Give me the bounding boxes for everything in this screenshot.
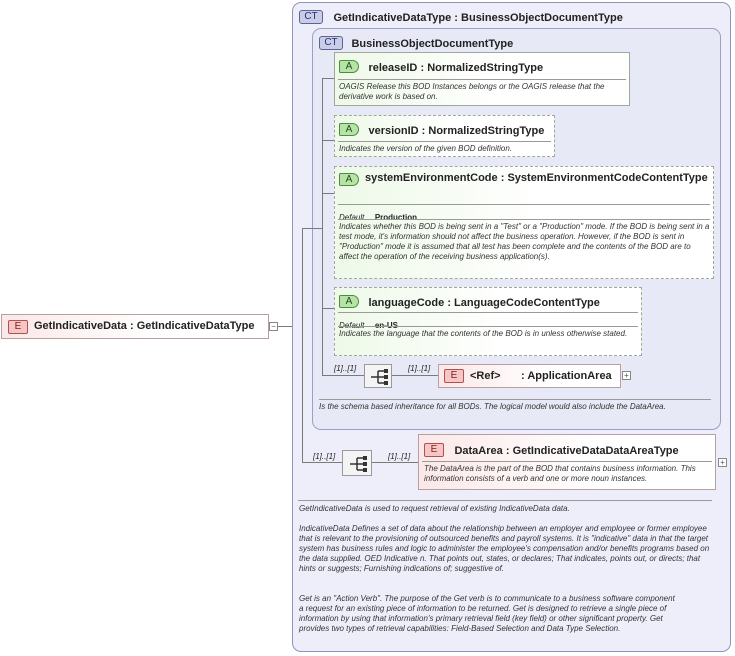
default-label: Default [339, 213, 365, 222]
attribute-documentation: Indicates the version of the given BOD d… [339, 144, 512, 153]
data-area-type: GetIndicativeDataDataAreaType [512, 445, 679, 457]
attribute-documentation: Indicates whether this BOD is being sent… [339, 222, 710, 261]
divider [319, 399, 711, 400]
attribute-tree-line [322, 78, 323, 375]
attribute-tag-icon: A [339, 123, 359, 137]
data-area-documentation: The DataArea is the part of the BOD that… [424, 464, 696, 483]
attribute-languageCode-box[interactable]: A languageCode : LanguageCodeContentType… [334, 287, 642, 356]
complex-type-base: BusinessObjectDocumentType [461, 12, 623, 24]
application-area-name: ApplicationArea [527, 370, 612, 382]
sequence-compositor[interactable] [342, 450, 372, 476]
default-label: Default [339, 321, 364, 330]
default-value: en-US [375, 321, 398, 330]
connector-line [392, 375, 438, 376]
application-area-box[interactable]: E <Ref> : ApplicationArea [438, 364, 621, 388]
attribute-tag-icon: A [339, 173, 359, 186]
sequence-compositor[interactable] [364, 364, 392, 388]
colon-separator: : [129, 320, 134, 332]
root-element-box[interactable]: E GetIndicativeData : GetIndicativeDataT… [1, 314, 269, 339]
divider [338, 141, 551, 142]
divider [338, 204, 710, 205]
element-tag-icon: E [424, 442, 444, 457]
cardinality-label: [1]..[1] [408, 364, 431, 373]
attribute-name: releaseID [368, 62, 418, 74]
base-type-documentation: Is the schema based inheritance for all … [319, 402, 666, 411]
divider [338, 312, 638, 313]
root-element-name: GetIndicativeData [34, 320, 127, 332]
attribute-type: SystemEnvironmentCodeContentType [507, 172, 708, 184]
attribute-systemEnvironmentCode-box[interactable]: A systemEnvironmentCode : SystemEnvironm… [334, 166, 714, 279]
cardinality-label: [1]..[1] [334, 364, 357, 373]
complex-type-documentation-3: Get is an "Action Verb". The purpose of … [299, 594, 675, 633]
attribute-tag-icon: A [339, 295, 359, 309]
attribute-releaseID-box[interactable]: A releaseID : NormalizedStringType OAGIS… [334, 52, 630, 106]
attribute-documentation: Indicates the language that the contents… [339, 329, 628, 338]
colon-separator: : [500, 172, 505, 184]
divider [298, 500, 712, 501]
complex-type-documentation-1: GetIndicativeData is used to request ret… [299, 504, 570, 513]
connector-line [322, 193, 334, 194]
colon-separator: : [421, 125, 426, 137]
attribute-name: systemEnvironmentCode [365, 172, 498, 184]
attribute-type: NormalizedStringType [427, 62, 544, 74]
ref-label: <Ref> [470, 370, 501, 382]
complex-type-name: GetIndicativeDataType [333, 12, 452, 24]
divider [338, 219, 710, 220]
connector-line [322, 140, 334, 141]
colon-separator: : [447, 297, 451, 309]
attribute-documentation: OAGIS Release this BOD Instances belongs… [339, 82, 605, 101]
cardinality-label: [1]..[1] [313, 452, 336, 461]
attribute-name: languageCode [368, 297, 445, 309]
default-value: Production [374, 213, 418, 222]
expand-toggle-icon[interactable]: + [622, 371, 631, 380]
divider [422, 461, 712, 462]
root-element-type: GetIndicativeDataType [136, 320, 255, 332]
attribute-type: NormalizedStringType [428, 125, 545, 137]
complex-type-tag-icon: CT [299, 9, 323, 24]
connector-line [322, 78, 334, 79]
data-area-name: DataArea [454, 445, 503, 457]
colon-separator: : [521, 370, 525, 382]
data-area-box[interactable]: E DataArea : GetIndicativeDataDataAreaTy… [418, 434, 716, 490]
base-type-name: BusinessObjectDocumentType [351, 38, 514, 50]
sequence-icon [371, 369, 388, 385]
connector-line [322, 308, 334, 309]
sequence-icon [350, 456, 367, 472]
connector-line [322, 375, 364, 376]
connector-line [372, 462, 418, 463]
colon-separator: : [454, 12, 458, 24]
element-tag-icon: E [444, 369, 464, 383]
collapse-toggle-icon[interactable]: − [269, 322, 278, 331]
attribute-versionID-box[interactable]: A versionID : NormalizedStringType Indic… [334, 115, 555, 157]
element-tag-icon: E [8, 320, 28, 334]
attribute-type: LanguageCodeContentType [454, 297, 600, 309]
divider [338, 79, 626, 80]
root-tree-line [302, 228, 303, 463]
attribute-tag-icon: A [339, 60, 359, 74]
connector-line [278, 326, 302, 327]
divider [338, 326, 638, 327]
colon-separator: : [505, 445, 510, 457]
attribute-name: versionID [368, 125, 419, 137]
expand-toggle-icon[interactable]: + [718, 458, 727, 467]
complex-type-documentation-2: IndicativeData Defines a set of data abo… [299, 524, 710, 573]
colon-separator: : [420, 62, 425, 74]
connector-line [302, 228, 322, 229]
connector-line [302, 462, 342, 463]
base-type-tag-icon: CT [319, 35, 343, 50]
cardinality-label: [1]..[1] [388, 452, 411, 461]
